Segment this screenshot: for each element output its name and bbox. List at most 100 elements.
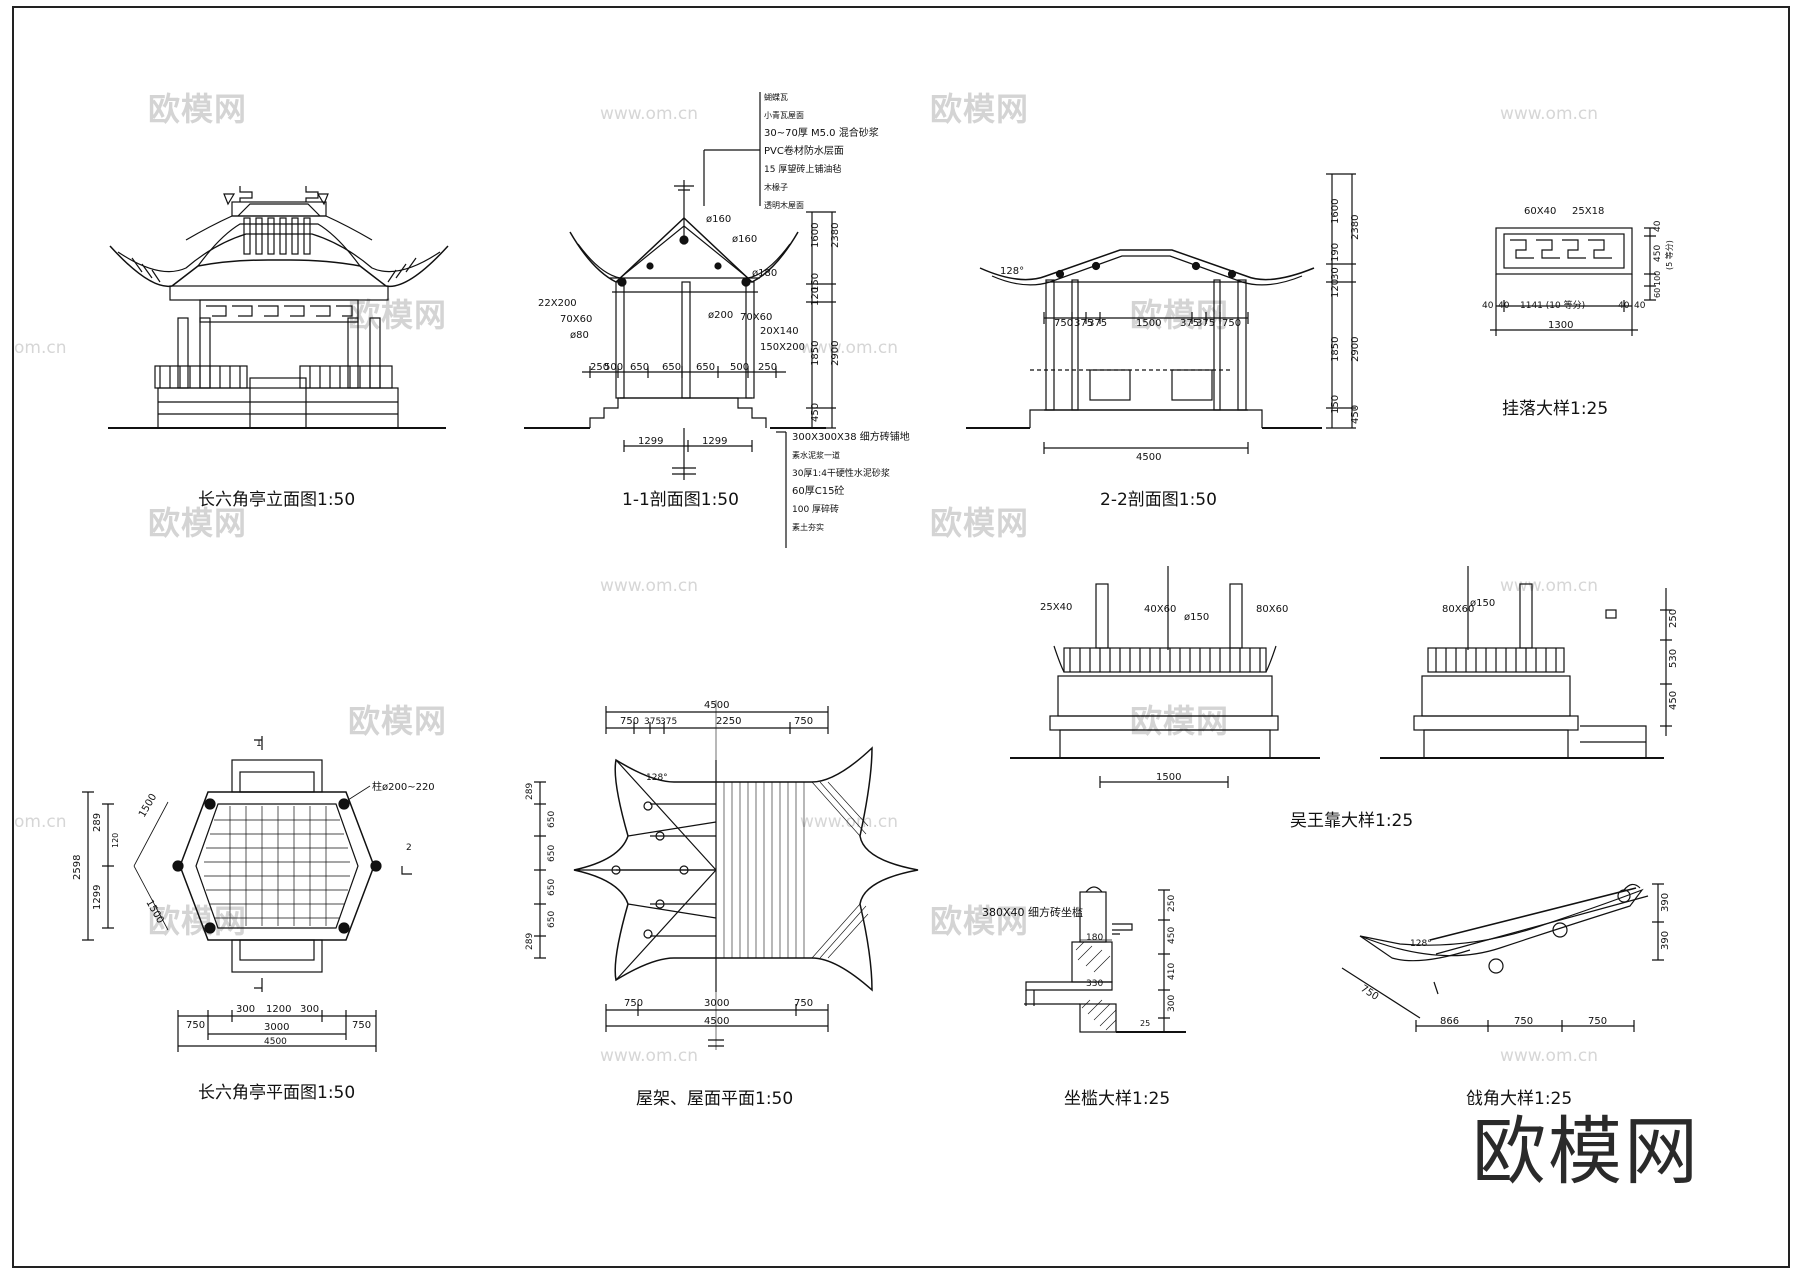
dim-label: 300: [300, 1004, 319, 1015]
foundation-layer-2: 素水泥浆一道: [792, 450, 840, 460]
dim-label: 60X40: [1524, 206, 1556, 217]
dim-label: 1500: [137, 792, 159, 820]
watermark-url: www.om.cn: [1500, 576, 1599, 596]
elevation-drawing: [108, 186, 449, 429]
dim-label: 650: [547, 911, 557, 928]
dim-label: 2598: [72, 855, 83, 880]
dim-label: 1500: [1136, 318, 1161, 329]
dim-label: 1299: [638, 436, 663, 447]
dim-label: 4500: [704, 700, 729, 711]
roof-layer-6: 木椽子: [764, 182, 788, 192]
dim-label: 20X140: [760, 326, 799, 337]
dim-label: 100: [1653, 271, 1662, 286]
dim-label: 1141 (10 等分): [1520, 299, 1585, 311]
dim-label: 866: [1440, 1016, 1459, 1027]
dim-label: 70X60: [740, 312, 772, 323]
dim-label: 40: [1618, 301, 1630, 311]
dim-label: 1600: [810, 223, 821, 248]
dim-label: 380X40 细方砖坐槛: [982, 905, 1083, 919]
foundation-layer-5: 100 厚碎砖: [792, 503, 839, 515]
dim-label: 250: [590, 362, 609, 373]
watermark-logo: 欧模网: [1130, 702, 1230, 740]
dim-label: 120: [810, 287, 821, 306]
roof-layer-4: PVC卷材防水层面: [764, 144, 844, 157]
wuwangkao-labels: 25X40 40X60 ø150 80X60 1500 80X60 ø150 2…: [1040, 598, 1679, 783]
watermark-logo: 欧模网: [930, 902, 1030, 940]
dim-label: 1200: [266, 1004, 291, 1015]
dim-label: 375: [644, 717, 661, 727]
dim-label: 1600: [1330, 199, 1341, 224]
dim-label: 2380: [830, 223, 841, 248]
dim-label: 150: [810, 273, 821, 292]
dim-label: 4500: [704, 1016, 729, 1027]
watermark-logo: 欧模网: [348, 702, 448, 740]
dim-label: 410: [1167, 963, 1177, 980]
foundation-layer-6: 素土夯实: [792, 522, 824, 532]
seat-detail-drawing: [1024, 886, 1186, 1033]
dim-label: 40X60: [1144, 604, 1176, 615]
dim-label: 2900: [830, 341, 841, 366]
dim-label: 450: [1653, 245, 1663, 262]
dim-label: 650: [547, 879, 557, 896]
dim-label: 450: [810, 403, 821, 422]
plan-title: 长六角亭平面图1:50: [198, 1083, 355, 1103]
foundation-layer-1: 300X300X38 细方砖铺地: [792, 430, 910, 443]
section-22-title: 2-2剖面图1:50: [1100, 490, 1217, 510]
dim-label: 300: [236, 1004, 255, 1015]
angle-label: 128°: [646, 773, 668, 783]
drawing-border: [12, 6, 1790, 1268]
dim-label: 3000: [704, 998, 729, 1009]
column-label: 柱ø200~220: [372, 780, 435, 793]
watermark-logo: 欧模网: [930, 90, 1030, 128]
dim-label: 150: [1330, 395, 1341, 414]
dim-label: 390: [1660, 893, 1671, 912]
dim-label: 3000: [264, 1022, 289, 1033]
dim-label: 180: [1086, 933, 1103, 943]
dim-label: 60: [1653, 288, 1662, 298]
dim-label: 500: [730, 362, 749, 373]
foundation-layer-3: 30厚1:4干硬性水泥砂浆: [792, 467, 890, 479]
dim-label: 40: [1634, 301, 1646, 311]
dim-label: 80X60: [1442, 604, 1474, 615]
dim-label: 25: [1140, 1019, 1150, 1028]
watermark-logo: 欧模网: [348, 296, 448, 334]
hanging-detail-title: 挂落大样1:25: [1502, 399, 1608, 419]
dim-label: 289: [525, 783, 535, 800]
roof-layer-2: 小青瓦屋面: [764, 110, 804, 120]
roof-plan-drawing: [534, 700, 919, 1050]
roof-plan-title: 屋架、屋面平面1:50: [636, 1089, 793, 1109]
seat-detail-labels: 380X40 细方砖坐槛 180 330 250 450 410 300 25: [982, 895, 1177, 1028]
watermark-url: www.om.cn: [600, 1046, 699, 1066]
dim-label: ø200: [708, 310, 733, 321]
dim-label: 289: [92, 813, 103, 832]
section-marker: 1: [256, 739, 262, 749]
dim-label: 750: [186, 1020, 205, 1031]
dim-label: 2380: [1350, 215, 1361, 240]
dim-label: 289: [525, 933, 535, 950]
dim-label: 22X200: [538, 298, 577, 309]
dim-label: 2250: [716, 716, 741, 727]
dim-label: 650: [547, 811, 557, 828]
dim-label: 1299: [702, 436, 727, 447]
dim-label: 375: [1088, 318, 1107, 329]
section-11-labels: 蝴蝶瓦 小青瓦屋面 30~70厚 M5.0 混合砂浆 PVC卷材防水层面 15 …: [538, 92, 910, 532]
section-11-drawing: [524, 92, 836, 548]
dim-label: 500: [604, 362, 623, 373]
dim-label: 750: [1054, 318, 1073, 329]
roof-layer-7: 透明木屋面: [764, 200, 804, 210]
section-22-drawing: [966, 173, 1356, 454]
section-marker: 2: [406, 843, 412, 853]
dim-label: 650: [630, 362, 649, 373]
dim-label: 120: [111, 833, 120, 848]
dim-label: 1300: [1548, 320, 1573, 331]
dim-label: 40: [1498, 301, 1510, 311]
roof-layer-1: 蝴蝶瓦: [764, 92, 788, 102]
roof-layer-5: 15 厚望砖上铺油毡: [764, 163, 841, 175]
hanging-detail-drawing: [1490, 227, 1656, 336]
dim-label: 750: [1514, 1016, 1533, 1027]
watermark-logo: 欧模网: [1130, 296, 1230, 334]
dim-label: 4500: [264, 1037, 287, 1047]
dim-label: 450: [1167, 927, 1177, 944]
watermark-url: www.om.cn: [1500, 1046, 1599, 1066]
dim-label: ø160: [706, 214, 731, 225]
